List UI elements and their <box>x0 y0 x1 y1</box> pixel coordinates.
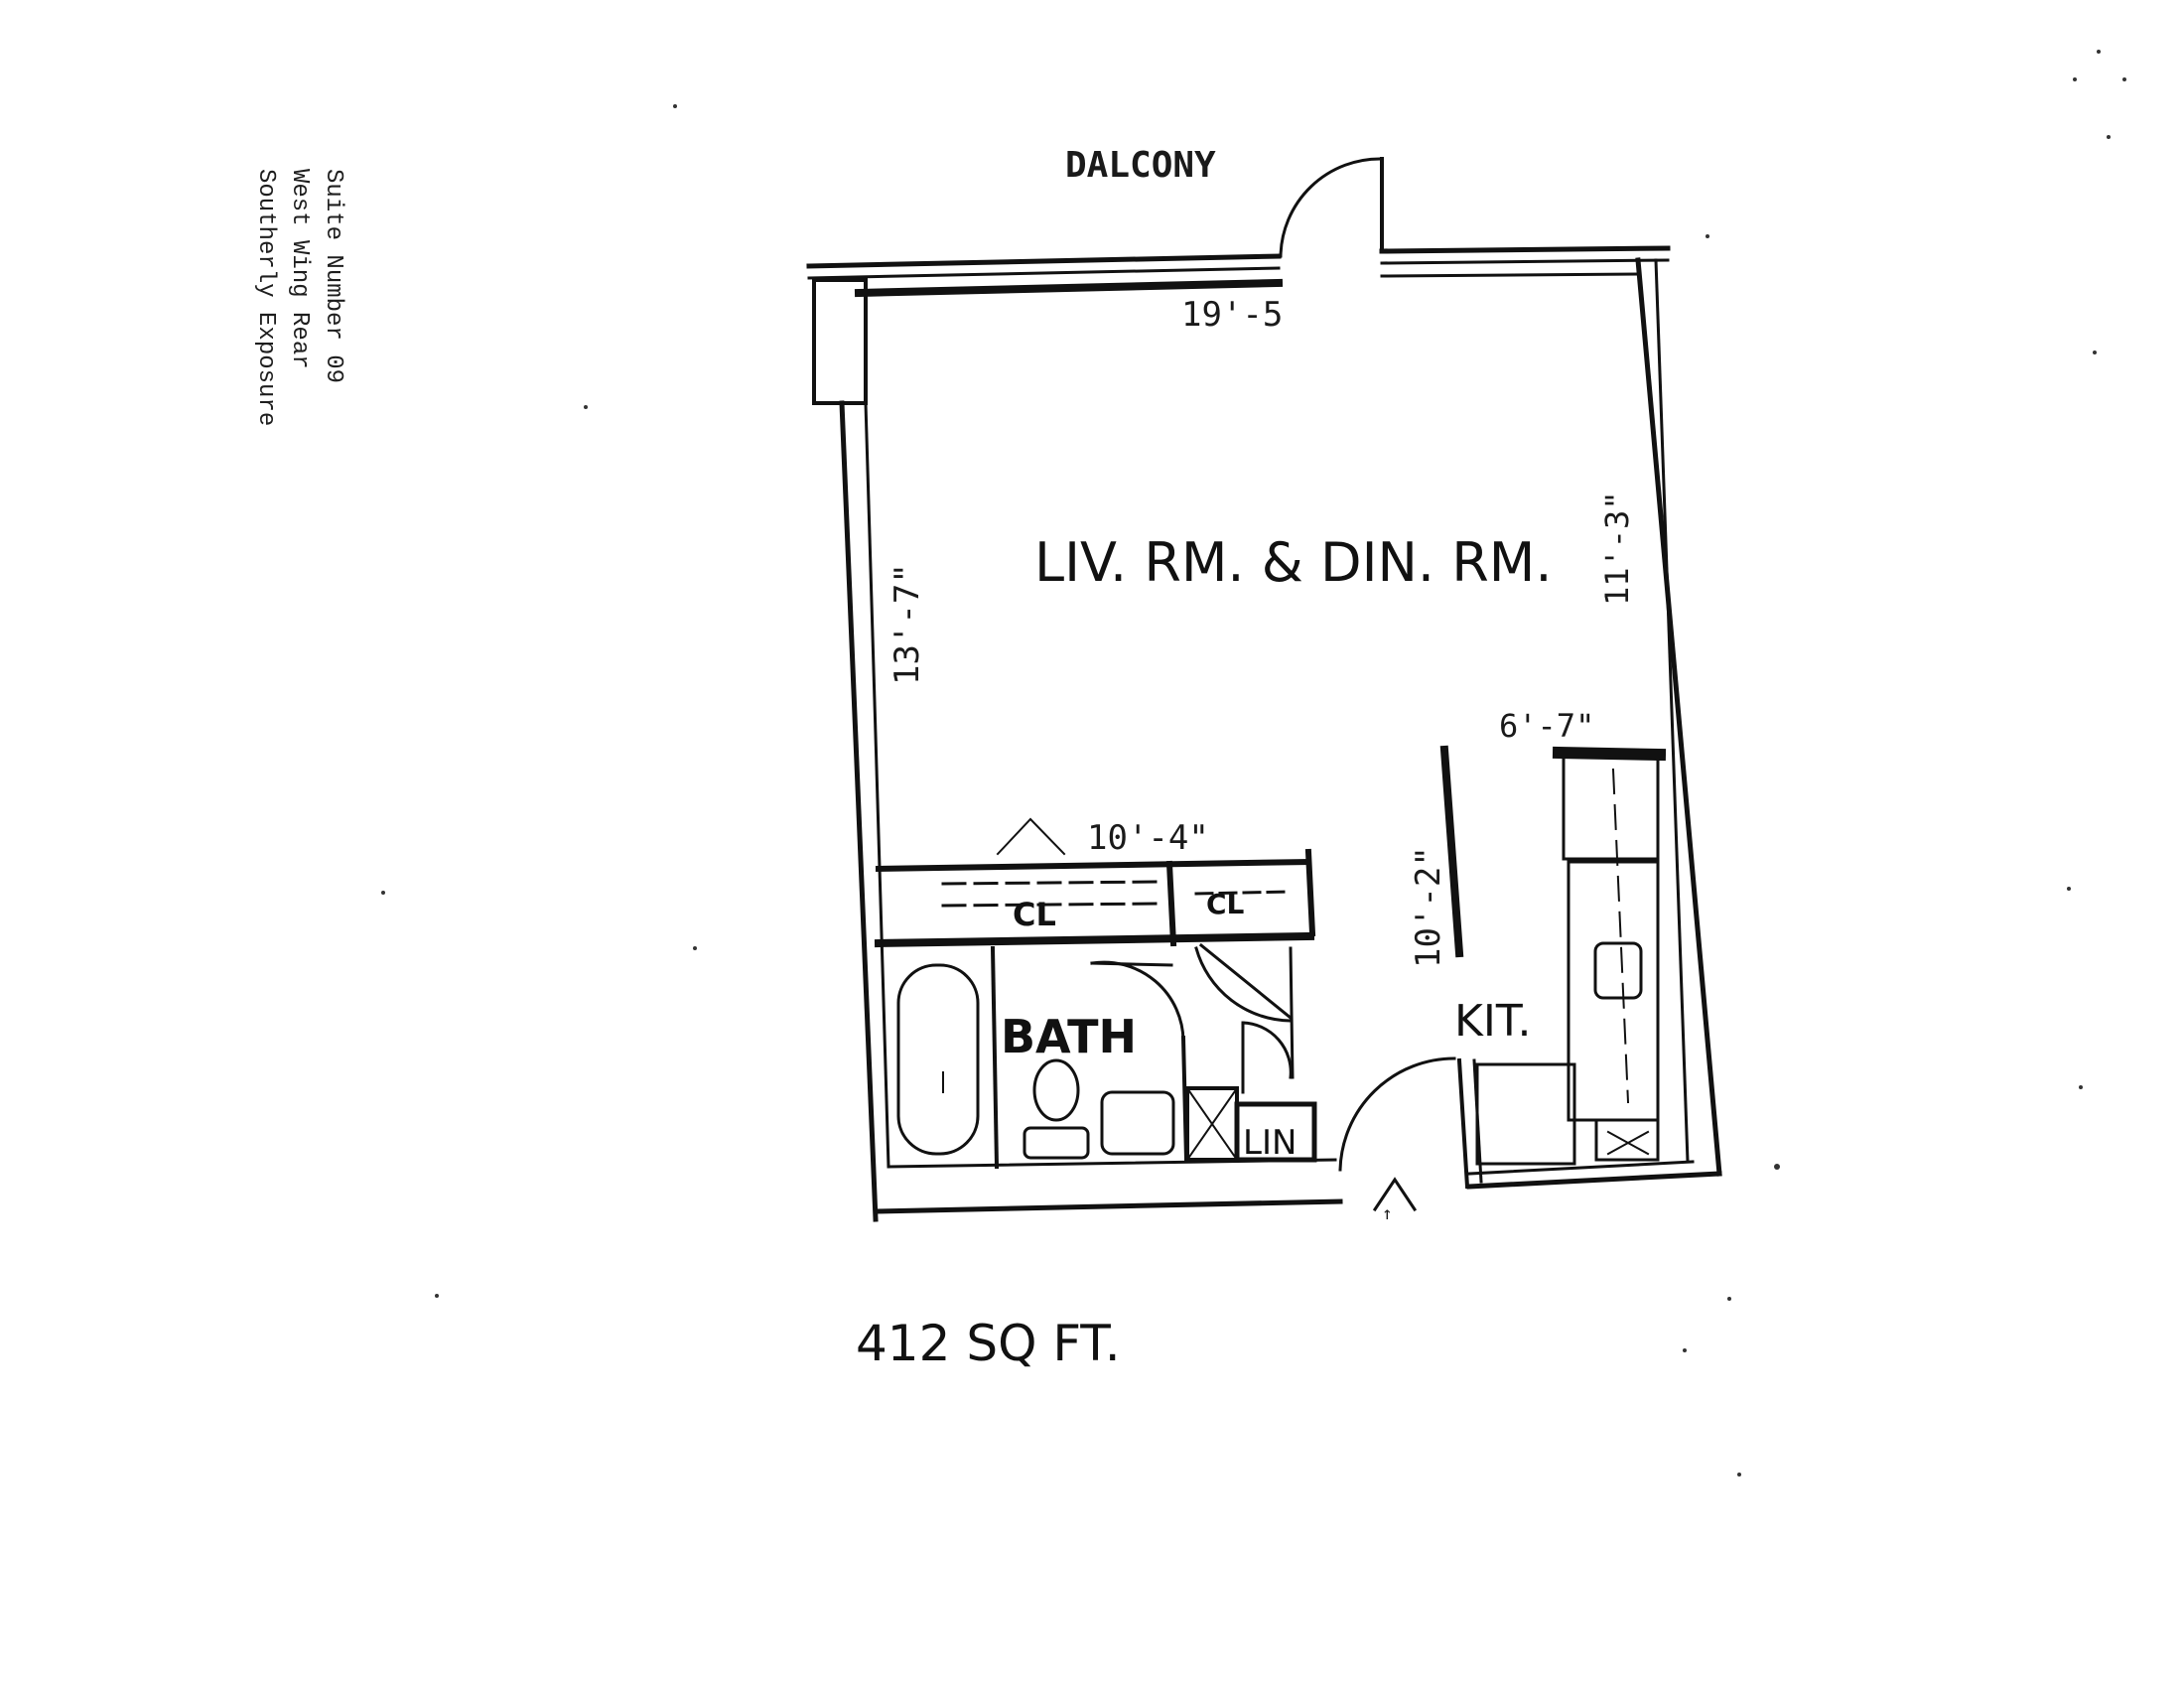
area-label: 412 SQ FT. <box>856 1315 1121 1372</box>
kitchen <box>1439 745 1667 1166</box>
closets <box>874 817 1316 1079</box>
scan-noise <box>381 50 2126 1477</box>
kitchen-width-dimension: 6'-7" <box>1499 707 1594 745</box>
linen-closet <box>1185 1086 1317 1163</box>
right-dimension: 11'-3" <box>1598 491 1636 606</box>
bath-label: BATH <box>1001 1010 1137 1063</box>
top-width-dimension: 19'-5 <box>1181 295 1283 335</box>
balcony-label: DALCONY <box>1065 145 1216 186</box>
plan-labels: DALCONY 19'-5 LIV. RM. & DIN. RM. 13'-7"… <box>887 145 1636 1163</box>
entry-arrow-mark: ↑ <box>1382 1203 1393 1224</box>
outer-walls <box>806 245 1722 1222</box>
entry-door: ↑ <box>1338 1056 1461 1224</box>
closet-2-label: CL <box>1206 888 1245 920</box>
linen-label: LIN <box>1243 1123 1297 1163</box>
kitchen-label: KIT. <box>1454 996 1531 1047</box>
left-dimension: 13'-7" <box>887 563 927 685</box>
suite-number-text: Suite Number 09 <box>320 169 346 383</box>
living-dining-label: LIV. RM. & DIN. RM. <box>1034 531 1553 594</box>
exposure-text: Southerly Exposure <box>252 169 279 426</box>
suite-info: Suite Number 09 West Wing Rear Southerly… <box>252 169 346 426</box>
wing-text: West Wing Rear <box>286 169 313 369</box>
kitchen-depth-dimension: 10'-2" <box>1409 846 1448 968</box>
balcony-door <box>1279 157 1384 258</box>
closet-1-label: CL <box>1013 896 1056 933</box>
closet-width-dimension: 10'-4" <box>1087 818 1209 858</box>
bathroom <box>896 945 1293 1170</box>
